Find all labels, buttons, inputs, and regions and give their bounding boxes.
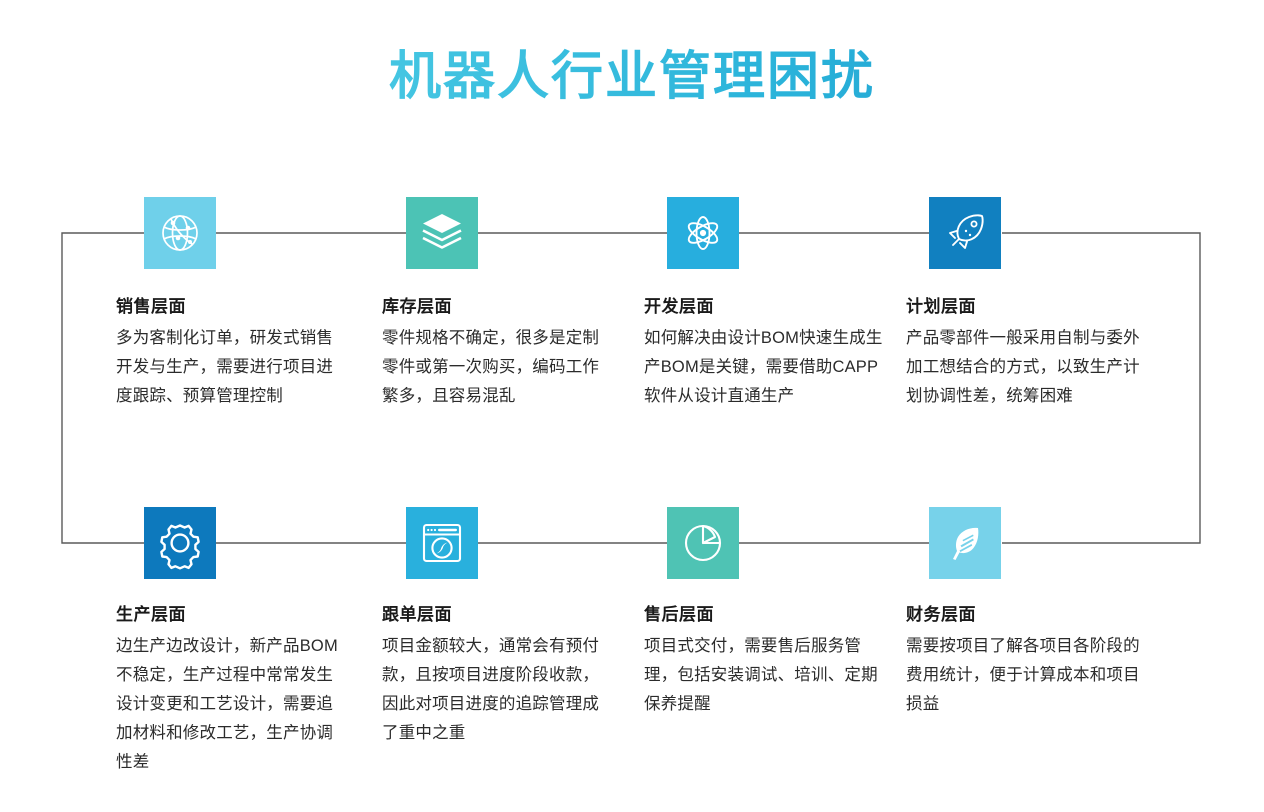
- block-body: 如何解决由设计BOM快速生成生产BOM是关键，需要借助CAPP软件从设计直通生产: [644, 329, 883, 405]
- text-block-planning: 计划层面 产品零部件一般采用自制与委外加工想结合的方式，以致生产计划协调性差，统…: [906, 294, 1152, 411]
- text-block-order-tracking: 跟单层面 项目金额较大，通常会有预付款，且按项目进度阶段收款，因此对项目进度的追…: [382, 602, 614, 748]
- block-body: 项目金额较大，通常会有预付款，且按项目进度阶段收款，因此对项目进度的追踪管理成了…: [382, 637, 600, 742]
- block-body: 需要按项目了解各项目各阶段的费用统计，便于计算成本和项目损益: [906, 637, 1140, 713]
- pie-chart-icon: [667, 507, 739, 579]
- globe-network-icon: [144, 197, 216, 269]
- icon-tile-planning[interactable]: [929, 197, 1001, 269]
- icon-tile-production[interactable]: [144, 507, 216, 579]
- block-heading: 库存层面: [382, 297, 452, 316]
- block-body: 零件规格不确定，很多是定制零件或第一次购买，编码工作繁多，且容易混乱: [382, 329, 600, 405]
- feather-quill-icon: [929, 507, 1001, 579]
- layers-stack-icon: [406, 197, 478, 269]
- icon-tile-after-sales[interactable]: [667, 507, 739, 579]
- right-bracket-path: [1002, 232, 1201, 544]
- text-block-inventory: 库存层面 零件规格不确定，很多是定制零件或第一次购买，编码工作繁多，且容易混乱: [382, 294, 614, 411]
- browser-compass-icon: [406, 507, 478, 579]
- block-heading: 计划层面: [906, 297, 976, 316]
- text-block-finance: 财务层面 需要按项目了解各项目各阶段的费用统计，便于计算成本和项目损益: [906, 602, 1152, 719]
- block-heading: 销售层面: [116, 297, 186, 316]
- block-heading: 售后层面: [644, 605, 714, 624]
- icon-tile-sales[interactable]: [144, 197, 216, 269]
- icon-tile-order-tracking[interactable]: [406, 507, 478, 579]
- icon-tile-finance[interactable]: [929, 507, 1001, 579]
- icon-tile-inventory[interactable]: [406, 197, 478, 269]
- atom-molecule-icon: [667, 197, 739, 269]
- left-bracket-path: [61, 232, 144, 544]
- block-heading: 生产层面: [116, 605, 186, 624]
- text-block-development: 开发层面 如何解决由设计BOM快速生成生产BOM是关键，需要借助CAPP软件从设…: [644, 294, 890, 411]
- rocket-icon: [929, 197, 1001, 269]
- block-body: 项目式交付，需要售后服务管理，包括安装调试、培训、定期保养提醒: [644, 637, 878, 713]
- gear-icon: [144, 507, 216, 579]
- block-body: 边生产边改设计，新产品BOM不稳定，生产过程中常常发生设计变更和工艺设计，需要追…: [116, 637, 338, 771]
- page-title: 机器人行业管理困扰: [0, 34, 1264, 109]
- block-body: 产品零部件一般采用自制与委外加工想结合的方式，以致生产计划协调性差，统筹困难: [906, 329, 1140, 405]
- block-heading: 开发层面: [644, 297, 714, 316]
- text-block-after-sales: 售后层面 项目式交付，需要售后服务管理，包括安装调试、培训、定期保养提醒: [644, 602, 890, 719]
- block-body: 多为客制化订单，研发式销售开发与生产，需要进行项目进度跟踪、预算管理控制: [116, 329, 334, 405]
- block-heading: 跟单层面: [382, 605, 452, 624]
- text-block-sales: 销售层面 多为客制化订单，研发式销售开发与生产，需要进行项目进度跟踪、预算管理控…: [116, 294, 348, 411]
- text-block-production: 生产层面 边生产边改设计，新产品BOM不稳定，生产过程中常常发生设计变更和工艺设…: [116, 602, 348, 777]
- icon-tile-development[interactable]: [667, 197, 739, 269]
- block-heading: 财务层面: [906, 605, 976, 624]
